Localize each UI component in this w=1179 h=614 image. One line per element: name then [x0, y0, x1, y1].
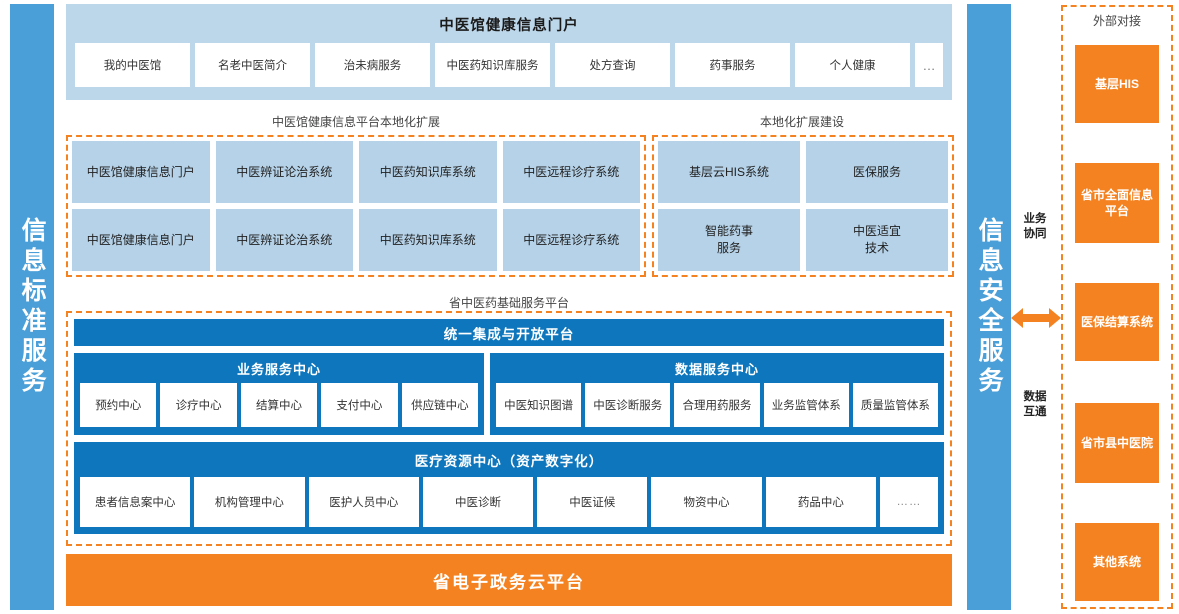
data-service-cell[interactable]: 业务监管体系 — [763, 383, 849, 427]
extension-right-cell[interactable]: 中医适宜技术 — [806, 209, 948, 271]
portal-item[interactable]: 个人健康 — [795, 43, 910, 87]
extension-right-cell[interactable]: 基层云HIS系统 — [658, 141, 800, 203]
business-service-cell[interactable]: 供应链中心 — [401, 383, 479, 427]
caption-localization-right: 本地化扩展建设 — [759, 115, 844, 129]
caption-base-platform: 省中医药基础服务平台 — [448, 296, 569, 310]
connector-label-business-collaboration: 业务协同 — [1023, 213, 1047, 240]
connector-label-data-interchange: 数据互通 — [1023, 391, 1047, 418]
portal-item[interactable]: 治未病服务 — [315, 43, 430, 87]
external-system-box[interactable]: 基层HIS — [1075, 45, 1159, 123]
medical-resource-cell[interactable]: 患者信息案中心 — [80, 477, 191, 527]
portal-item-more[interactable]: … — [915, 43, 943, 87]
right-vertical-bar-label: 信息安全服务 — [975, 217, 1004, 397]
data-service-cell[interactable]: 中医诊断服务 — [585, 383, 671, 427]
portal-item[interactable]: 药事服务 — [675, 43, 790, 87]
extension-left-cell[interactable]: 中医药知识库系统 — [359, 209, 497, 271]
medical-resource-center-cells: 患者信息案中心 机构管理中心 医护人员中心 中医诊断 中医证候 物资中心 药品中… — [74, 477, 944, 533]
external-system-box[interactable]: 省市县中医院 — [1075, 403, 1159, 483]
business-service-cell[interactable]: 支付中心 — [321, 383, 398, 427]
extension-right-cell[interactable]: 医保服务 — [806, 141, 948, 203]
business-service-center-panel: 业务服务中心 预约中心 诊疗中心 结算中心 支付中心 供应链中心 — [74, 353, 484, 435]
extension-right-dashed-border — [652, 135, 954, 277]
data-service-cell[interactable]: 合理用药服务 — [674, 383, 760, 427]
portal-item-list: 我的中医馆 名老中医简介 治未病服务 中医药知识库服务 处方查询 药事服务 个人… — [66, 35, 952, 87]
portal-item[interactable]: 我的中医馆 — [75, 43, 190, 87]
medical-resource-cell[interactable]: 物资中心 — [651, 477, 762, 527]
data-service-center-cells: 中医知识图谱 中医诊断服务 合理用药服务 业务监管体系 质量监管体系 — [490, 383, 944, 433]
business-service-cell[interactable]: 诊疗中心 — [160, 383, 237, 427]
medical-resource-cell[interactable]: 中医诊断 — [422, 477, 534, 527]
medical-resource-center-panel: 医疗资源中心（资产数字化） 患者信息案中心 机构管理中心 医护人员中心 中医诊断… — [74, 442, 944, 534]
medical-resource-cell-more[interactable]: …… — [879, 477, 938, 527]
extension-right-grid: 基层云HIS系统 医保服务 智能药事服务 中医适宜技术 — [658, 141, 948, 271]
extension-left-cell[interactable]: 中医远程诊疗系统 — [502, 209, 640, 271]
portal-item[interactable]: 处方查询 — [555, 43, 670, 87]
integration-platform-bar: 统一集成与开放平台 — [74, 319, 944, 346]
medical-resource-cell[interactable]: 机构管理中心 — [194, 477, 305, 527]
portal-band: 中医馆健康信息门户 我的中医馆 名老中医简介 治未病服务 中医药知识库服务 处方… — [66, 4, 952, 100]
data-service-cell[interactable]: 中医知识图谱 — [496, 383, 582, 427]
medical-resource-center-title: 医疗资源中心（资产数字化） — [414, 454, 604, 469]
extension-left-cell[interactable]: 中医馆健康信息门户 — [72, 209, 210, 271]
extension-left-cell[interactable]: 中医药知识库系统 — [359, 141, 497, 203]
portal-item[interactable]: 名老中医简介 — [195, 43, 310, 87]
extension-left-cell[interactable]: 中医馆健康信息门户 — [72, 141, 210, 203]
external-system-box[interactable]: 省市全面信息平台 — [1075, 163, 1159, 243]
portal-title: 中医馆健康信息门户 — [439, 18, 579, 34]
external-system-box[interactable]: 医保结算系统 — [1075, 283, 1159, 361]
external-systems-title: 外部对接 — [1092, 14, 1141, 28]
business-service-center-cells: 预约中心 诊疗中心 结算中心 支付中心 供应链中心 — [74, 383, 484, 433]
right-vertical-bar-information-security-service: 信息安全服务 — [967, 4, 1011, 610]
medical-resource-cell[interactable]: 医护人员中心 — [308, 477, 419, 527]
government-cloud-platform-bar: 省电子政务云平台 — [66, 554, 952, 606]
data-service-cell[interactable]: 质量监管体系 — [852, 383, 939, 427]
extension-right-cell[interactable]: 智能药事服务 — [658, 209, 800, 271]
extension-left-grid: 中医馆健康信息门户 中医辨证论治系统 中医药知识库系统 中医远程诊疗系统 中医馆… — [72, 141, 640, 271]
extension-left-cell[interactable]: 中医远程诊疗系统 — [502, 141, 640, 203]
medical-resource-cell[interactable]: 药品中心 — [765, 477, 876, 527]
data-service-center-title: 数据服务中心 — [674, 362, 759, 377]
caption-localization-left: 中医馆健康信息平台本地化扩展 — [271, 115, 440, 129]
external-system-box[interactable]: 其他系统 — [1075, 523, 1159, 601]
extension-left-dashed-border — [66, 135, 646, 277]
double-arrow-icon — [1011, 308, 1061, 328]
extension-left-cell[interactable]: 中医辨证论治系统 — [215, 141, 353, 203]
business-service-center-title: 业务服务中心 — [236, 362, 321, 377]
medical-resource-cell[interactable]: 中医证候 — [537, 477, 648, 527]
business-service-cell[interactable]: 预约中心 — [80, 383, 157, 427]
extension-left-cell[interactable]: 中医辨证论治系统 — [215, 209, 353, 271]
portal-item[interactable]: 中医药知识库服务 — [435, 43, 550, 87]
business-service-cell[interactable]: 结算中心 — [240, 383, 318, 427]
left-vertical-bar-information-standard-service: 信息标准服务 — [10, 4, 54, 610]
base-platform-dashed-border — [66, 311, 952, 546]
external-systems-dashed-border — [1061, 5, 1173, 609]
left-vertical-bar-label: 信息标准服务 — [18, 217, 47, 397]
data-service-center-panel: 数据服务中心 中医知识图谱 中医诊断服务 合理用药服务 业务监管体系 质量监管体… — [490, 353, 944, 435]
